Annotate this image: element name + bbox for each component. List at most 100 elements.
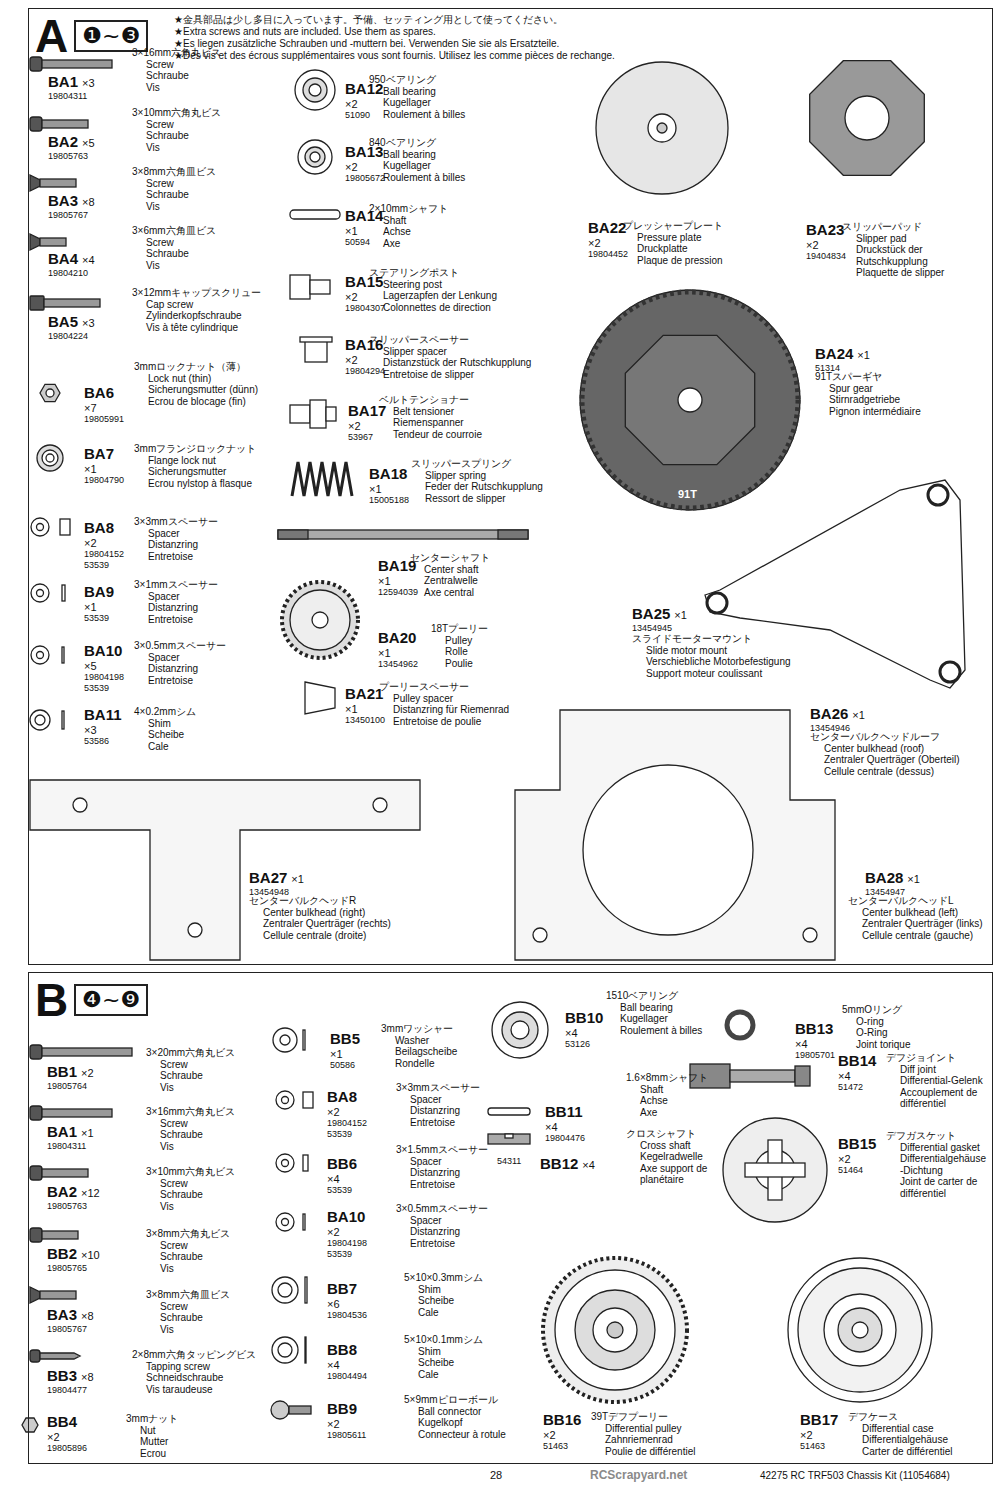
part-number: 51090 <box>345 110 383 121</box>
quantity: ×4 <box>545 1121 585 1133</box>
part-code: BA24 <box>815 345 853 362</box>
part-name: 3×0.5mmスペーサー <box>134 640 348 652</box>
part-name: Screw <box>146 178 346 190</box>
section-letter: B <box>35 977 68 1023</box>
part-names: 4×0.2mmシムShimScheibeCale <box>148 706 348 752</box>
part-names: センターバルクヘッドLCenter bulkhead (left)Zentral… <box>862 895 988 941</box>
part-id-group: BA3×819805767 <box>48 192 95 221</box>
part-names: 5×9mmピローボールBall connectorKugelkopfConnec… <box>418 1394 618 1440</box>
part-number: 15005188 <box>369 495 409 506</box>
part-name: 1.6×8mmシャフト <box>626 1072 840 1084</box>
part-name: Entretoise de poulie <box>393 716 593 728</box>
part-id-group: BA10×21980419853539 <box>327 1208 367 1260</box>
part-name: Cale <box>148 741 348 753</box>
part-number: 19805765 <box>47 1263 100 1274</box>
part-name: Center bulkhead (left) <box>862 907 988 919</box>
quantity: ×1 <box>378 575 418 587</box>
part-name: Axe <box>383 238 583 250</box>
part-name: 5×9mmピローボール <box>404 1394 618 1406</box>
part-names: 3×16mm六角丸ビスScrewSchraubeVis <box>146 47 346 93</box>
note-text: ★Extra screws and nuts are included. Use… <box>174 26 436 38</box>
part-name: Stirnradgetriebe <box>829 394 988 406</box>
quantity: ×2 <box>84 537 124 549</box>
part-name: Distanzring <box>148 539 348 551</box>
part-names: 3×10mm六角丸ビスScrewSchraubeVis <box>146 107 346 153</box>
part-number: 53539 <box>84 683 124 694</box>
quantity: ×2 <box>345 161 385 173</box>
quantity: ×4 <box>327 1359 367 1371</box>
part-code: BA3 <box>47 1306 77 1323</box>
part-number: 19805763 <box>47 1201 100 1212</box>
part-name: Rolle <box>445 646 645 658</box>
part-number: 19804198 <box>84 672 124 683</box>
quantity: ×3 <box>84 724 122 736</box>
part-name: Vis <box>146 82 346 94</box>
quantity: ×1 <box>84 601 114 613</box>
part-id-group: BB6×453539 <box>327 1155 357 1196</box>
part-code: BA23 <box>806 221 844 238</box>
part-number: 19805896 <box>47 1443 87 1454</box>
part-name: Distanzring <box>410 1226 610 1238</box>
part-name: Entretoise <box>410 1238 610 1250</box>
part-name: Connecteur à rotule <box>418 1429 618 1441</box>
quantity: ×1 <box>378 647 418 659</box>
part-name: 3×3mmスペーサー <box>396 1082 610 1094</box>
part-code: BB5 <box>330 1030 360 1047</box>
part-name: Slide motor mount <box>646 645 846 657</box>
quantity: ×12 <box>81 1187 100 1199</box>
part-id-row: BA26×1 <box>810 705 865 723</box>
part-number: 19804210 <box>48 268 95 279</box>
part-name: Riemenspanner <box>393 417 593 429</box>
part-name: Spacer <box>148 591 348 603</box>
part-name: 5mmOリング <box>842 1004 988 1016</box>
part-number: 51463 <box>800 1441 838 1452</box>
part-code: BB13 <box>795 1020 833 1037</box>
part-name: Verschiebliche Motorbefestigung <box>646 656 846 668</box>
quantity: ×1 <box>84 463 124 475</box>
part-number: 13450100 <box>345 715 385 726</box>
part-name: Slipper pad <box>856 233 988 245</box>
part-code: BA27 <box>249 869 287 886</box>
part-name: Nut <box>140 1425 340 1437</box>
part-number: 19404834 <box>806 251 846 262</box>
part-name: 3×1mmスペーサー <box>134 579 348 591</box>
part-name: Ball connector <box>418 1406 618 1418</box>
part-id-group: BA2×1219805763 <box>47 1183 100 1212</box>
part-id-row: BB17 <box>800 1411 838 1429</box>
part-id-row: BA25×1 <box>632 605 687 623</box>
part-id-group: BA8×21980415253539 <box>84 519 124 571</box>
quantity: ×3 <box>82 77 95 89</box>
part-name: Cellule centrale (droite) <box>263 930 463 942</box>
part-name: Lock nut (thin) <box>148 373 348 385</box>
part-id-row: BB13 <box>795 1020 835 1038</box>
part-name: Center shaft <box>424 564 624 576</box>
part-name: 1510ベアリング <box>606 990 820 1002</box>
part-code: BB7 <box>327 1280 357 1297</box>
part-id-group: BA28×113454947 <box>865 869 920 898</box>
part-name: Vis <box>146 201 346 213</box>
part-name: 39Tデフプーリー <box>591 1411 805 1423</box>
part-number: 19805701 <box>795 1050 835 1061</box>
part-name: Differentialgehäuse-Dichtung <box>900 1153 988 1176</box>
part-number: 19804536 <box>327 1310 367 1321</box>
quantity: ×4 <box>565 1027 603 1039</box>
part-names: 3mmロックナット（薄）Lock nut (thin)Sicherungsmut… <box>148 361 348 407</box>
part-id-group: BA4×419804210 <box>48 250 95 279</box>
part-names: クロスシャフトCross shaftKegelradwelleAxe suppo… <box>640 1128 720 1186</box>
part-name: Vis taraudeuse <box>146 1384 346 1396</box>
quantity: ×1 <box>291 873 304 885</box>
quantity: ×4 <box>582 1159 595 1171</box>
part-id-row: BA3×8 <box>47 1306 94 1324</box>
part-number: 12594039 <box>378 587 418 598</box>
part-names: 1510ベアリングBall bearingKugellagerRoulement… <box>620 990 820 1036</box>
part-number: 53586 <box>84 736 122 747</box>
part-names: 950ベアリングBall bearingKugellagerRoulement … <box>383 74 583 120</box>
quantity: ×1 <box>907 873 920 885</box>
part-name: Kugellager <box>383 97 583 109</box>
part-name: Pulley <box>445 635 645 647</box>
part-code: BA10 <box>84 642 122 659</box>
part-id-row: BA27 ×1 <box>249 869 304 887</box>
part-name: Vis <box>160 1263 360 1275</box>
quantity: ×2 <box>348 420 386 432</box>
part-code: BA11 <box>84 706 122 723</box>
